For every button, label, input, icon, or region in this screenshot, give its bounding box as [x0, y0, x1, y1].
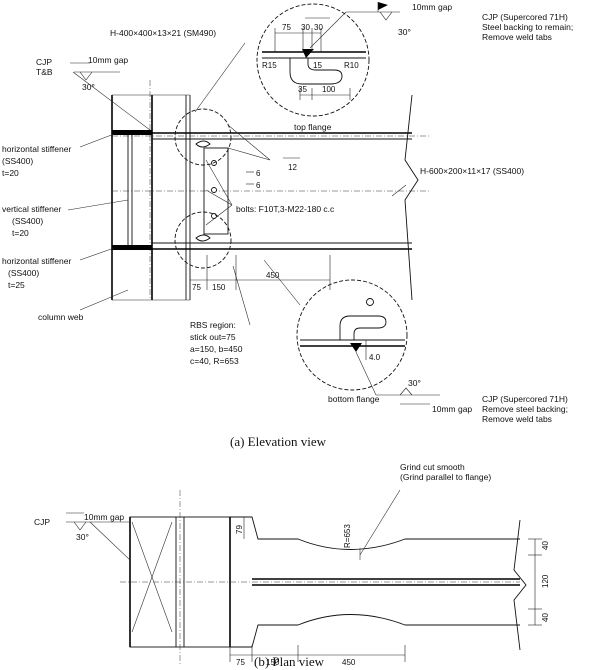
top-flange-detail — [256, 3, 370, 117]
bolts-label: bolts: F10T,3-M22-180 c.c — [236, 204, 335, 214]
stiffener-top-label-3: t=20 — [2, 168, 19, 178]
plan-dims — [229, 489, 542, 662]
cjp-left-label: CJP — [36, 57, 52, 67]
leaders — [67, 11, 407, 396]
rbs-line-3: a=150, b=450 — [190, 344, 243, 354]
cjp-bottom-angle-label: 30° — [408, 378, 421, 388]
plan-caption: (b) Plan view — [254, 654, 325, 669]
plan-dim-40a: 40 — [541, 541, 550, 550]
vertical-stiffener-label-3: t=20 — [12, 228, 29, 238]
weld-symbol-bottom — [376, 387, 440, 405]
top-dim-35: 35 — [298, 85, 307, 94]
plan-weld-symbol — [66, 512, 131, 561]
cjp-top-note-2: Steel backing to remain; — [482, 22, 573, 32]
stiffener-bottom-label-1: horizontal stiffener — [2, 256, 71, 266]
dim-6b: 6 — [256, 181, 261, 190]
plan-dim-150: 150 — [266, 658, 280, 667]
plan-view: CJP 10mm gap 30° Grind cut smooth (Grind… — [34, 462, 550, 667]
vertical-stiffener-label-1: vertical stiffener — [2, 204, 62, 214]
plan-cjp-gap-label: 10mm gap — [84, 512, 124, 522]
top-dim-30b: 30 — [314, 23, 323, 32]
cjp-bottom-note-2: Remove steel backing; — [482, 404, 568, 414]
plan-cjp-angle-label: 30° — [76, 532, 89, 542]
cjp-top-note-1: CJP (Supercored 71H) — [482, 12, 568, 22]
cjp-left-gap-label: 10mm gap — [88, 55, 128, 65]
top-dim-100: 100 — [322, 85, 336, 94]
plan-dim-450: 450 — [342, 658, 356, 667]
elev-dim-150: 150 — [212, 283, 226, 292]
weld-symbol-left — [70, 62, 120, 81]
detail-circle-bottom — [174, 211, 232, 269]
column — [111, 80, 191, 301]
bolt-icon — [211, 187, 217, 193]
cjp-left-tb-label: T&B — [36, 67, 53, 77]
detail-circle-top — [174, 108, 232, 166]
rbs-line-1: RBS region: — [190, 320, 236, 330]
beam — [112, 94, 430, 301]
plan-beam — [120, 516, 527, 651]
plan-dim-40b: 40 — [541, 613, 550, 622]
cjp-top-gap-label: 10mm gap — [412, 2, 452, 12]
weld-symbol-top — [346, 2, 400, 21]
elev-dim-450: 450 — [266, 271, 280, 280]
vertical-stiffener-label-2: (SS400) — [12, 216, 43, 226]
stiffener-top-label-2: (SS400) — [2, 156, 33, 166]
slope-label: 12 — [288, 163, 297, 172]
grind-label-2: (Grind parallel to flange) — [400, 472, 491, 482]
stiffeners — [112, 130, 152, 250]
column-section-label: H-400×400×13×21 (SM490) — [110, 28, 216, 38]
top-flange-label: top flange — [294, 122, 332, 132]
elevation-view: H-400×400×13×21 (SM490) CJP T&B 10mm gap… — [2, 2, 573, 449]
top-r15: R15 — [262, 61, 277, 70]
bottom-flange-detail — [296, 279, 408, 391]
top-dim-30a: 30 — [301, 23, 310, 32]
elevation-caption: (a) Elevation view — [230, 434, 327, 449]
plan-dim-75: 75 — [236, 658, 245, 667]
stiffener-bottom-label-2: (SS400) — [8, 268, 39, 278]
plan-column — [129, 490, 231, 665]
bottom-dim-40: 4.0 — [369, 353, 381, 362]
plan-radius-label: R=653 — [343, 524, 352, 548]
dim-6a: 6 — [256, 169, 261, 178]
column-web-label: column web — [38, 312, 84, 322]
beam-section-label: H-600×200×11×17 (SS400) — [420, 166, 524, 176]
plan-cjp-label: CJP — [34, 517, 50, 527]
cjp-left-angle-label: 30° — [82, 82, 95, 92]
cjp-top-angle-label: 30° — [398, 27, 411, 37]
cjp-top-note-3: Remove weld tabs — [482, 32, 552, 42]
grind-label-1: Grind cut smooth — [400, 462, 465, 472]
elevation-dims — [189, 157, 331, 290]
cjp-bottom-note-1: CJP (Supercored 71H) — [482, 394, 568, 404]
elev-dim-75: 75 — [192, 283, 201, 292]
bottom-flange-label: bottom flange — [328, 394, 380, 404]
rbs-line-4: c=40, R=653 — [190, 356, 239, 366]
cjp-bottom-note-3: Remove weld tabs — [482, 414, 552, 424]
cjp-bottom-gap-label: 10mm gap — [432, 404, 472, 414]
stiffener-top-label-1: horizontal stiffener — [2, 144, 71, 154]
top-r10: R10 — [344, 61, 359, 70]
plan-dim-79: 79 — [235, 525, 244, 534]
top-dim-15: 15 — [313, 61, 322, 70]
top-dim-75: 75 — [282, 23, 291, 32]
rbs-line-2: stick out=75 — [190, 332, 236, 342]
plan-dim-120: 120 — [541, 574, 550, 588]
stiffener-bottom-label-3: t=25 — [8, 280, 25, 290]
